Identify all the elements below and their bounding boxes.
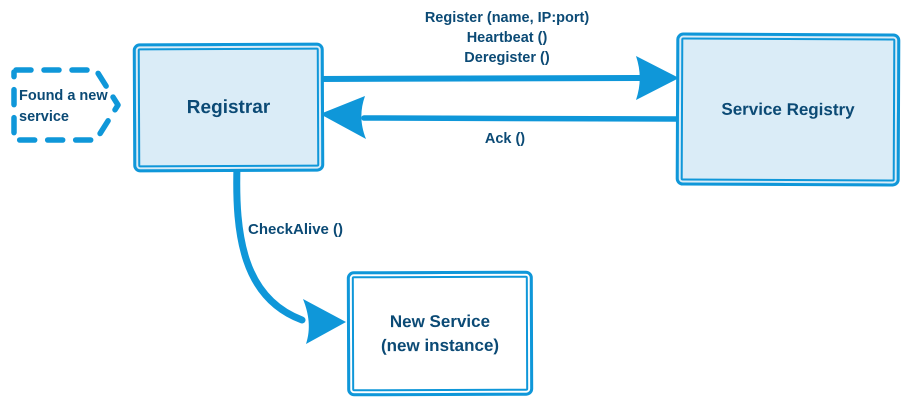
register-edge-line2: Heartbeat () xyxy=(466,30,548,46)
register-edge-label: Register (name, IP:port) Heartbeat () De… xyxy=(407,8,607,68)
node-service-registry-label: Service Registry xyxy=(721,99,855,119)
node-registrar: Registrar xyxy=(132,42,325,173)
node-new-service-line2: (new instance) xyxy=(380,335,500,355)
ack-edge-label: Ack () xyxy=(484,131,526,147)
ack-arrowhead xyxy=(320,96,366,139)
register-edge-line3: Deregister () xyxy=(464,50,550,66)
checkalive-arrow-line xyxy=(237,166,302,320)
register-edge-line1: Register (name, IP:port) xyxy=(424,10,590,26)
register-arrowhead xyxy=(636,56,679,100)
checkalive-edge-label: CheckAlive () xyxy=(248,221,344,238)
node-registrar-label: Registrar xyxy=(186,96,271,118)
checkalive-arrowhead xyxy=(303,299,346,344)
found-note-dashed-outline xyxy=(14,70,118,140)
node-new-service: New Service (new instance) xyxy=(346,270,534,397)
found-note-line2: service xyxy=(19,109,69,125)
register-arrow-line xyxy=(318,78,642,79)
found-note-line1: Found a new xyxy=(19,88,108,104)
node-new-service-line1: New Service xyxy=(389,311,491,331)
node-service-registry: Service Registry xyxy=(675,32,901,187)
found-note: Found a new service xyxy=(19,86,115,128)
node-new-service-label: New Service (new instance) xyxy=(381,309,499,357)
ack-arrow-line xyxy=(364,118,677,119)
